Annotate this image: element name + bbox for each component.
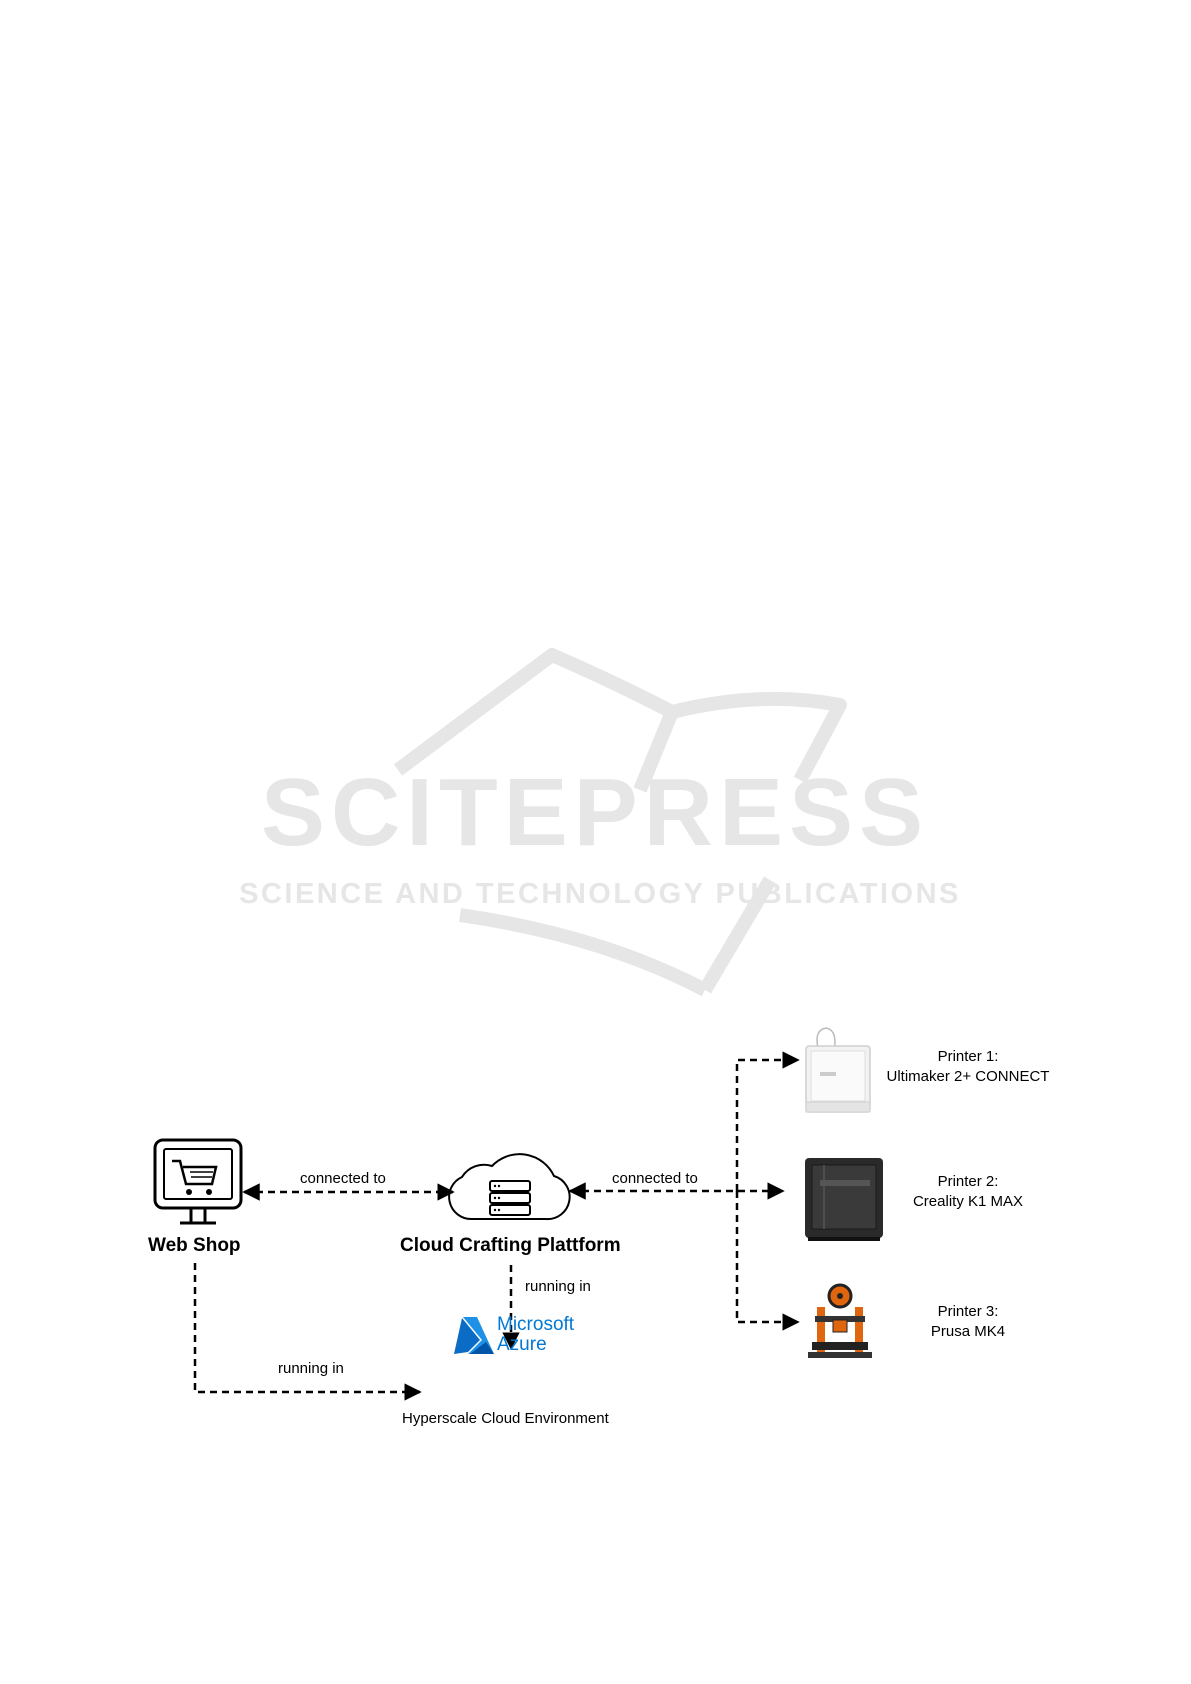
azure-name-line2: Azure	[497, 1335, 547, 1355]
cloud-server-icon	[449, 1154, 570, 1219]
edge-label-platform-printers: connected to	[612, 1170, 698, 1187]
azure-caption: Hyperscale Cloud Environment	[402, 1410, 609, 1427]
edge-label-platform-azure: running in	[525, 1278, 591, 1295]
edge-label-webshop-azure: running in	[278, 1360, 344, 1377]
arrow-trunk-printer3	[737, 1191, 798, 1322]
azure-name-line1: Microsoft	[497, 1315, 574, 1335]
printer-1-title: Printer 1:	[868, 1047, 1068, 1067]
printer-2-model: Creality K1 MAX	[868, 1192, 1068, 1212]
shopping-cart-monitor-icon	[155, 1140, 241, 1223]
printer-2-title: Printer 2:	[868, 1172, 1068, 1192]
white-3d-printer-icon	[806, 1028, 870, 1112]
webshop-label: Web Shop	[148, 1235, 241, 1257]
printer-1-label: Printer 1: Ultimaker 2+ CONNECT	[868, 1047, 1068, 1087]
edge-label-webshop-platform: connected to	[300, 1170, 386, 1187]
printer-3-label: Printer 3: Prusa MK4	[868, 1302, 1068, 1342]
printer-2-label: Printer 2: Creality K1 MAX	[868, 1172, 1068, 1212]
platform-label: Cloud Crafting Plattform	[400, 1235, 621, 1257]
printer-3-title: Printer 3:	[868, 1302, 1068, 1322]
orange-open-frame-3d-printer-icon	[808, 1285, 872, 1358]
azure-logo-icon	[454, 1317, 494, 1354]
printer-1-model: Ultimaker 2+ CONNECT	[868, 1067, 1068, 1087]
printer-3-model: Prusa MK4	[868, 1322, 1068, 1342]
arrow-trunk-printer1	[737, 1060, 798, 1191]
